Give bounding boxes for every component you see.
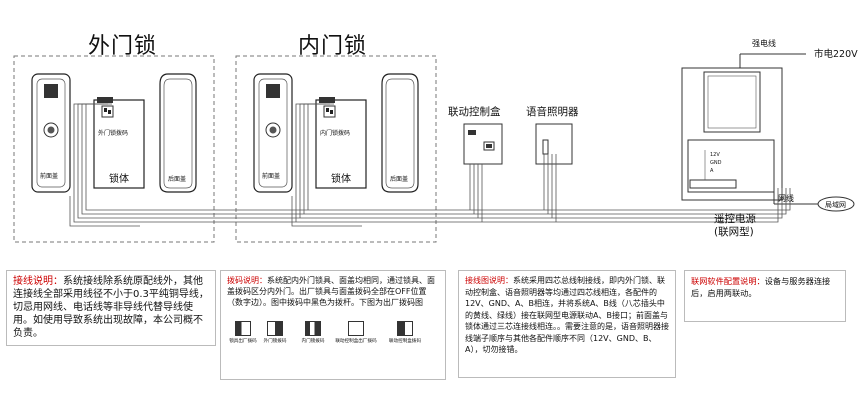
strong-wire-label: 强电线	[752, 39, 776, 48]
dip-item-label: 内门锁拨码	[301, 339, 325, 344]
network-note: 联网软件配置说明：设备与服务器连接后，启用两联动。	[684, 270, 846, 322]
terminal-gnd-label: GND	[710, 160, 722, 166]
terminal-a-label: A	[710, 168, 714, 174]
bus-wires	[69, 103, 791, 227]
outer-lock-body-label: 锁体	[109, 174, 129, 185]
dip-switch-icon	[235, 321, 251, 336]
inner-lock-group	[235, 55, 437, 243]
dip-note: 拨码说明：系统配内外门锁具、面盖均相同，通过锁具、面盖拨码区分内外门。出厂锁具与…	[220, 270, 446, 380]
inner-lock-body-label: 锁体	[331, 174, 351, 185]
dip-switch-icon	[397, 321, 413, 336]
power-title-line1: 遥控电源	[714, 213, 756, 225]
outer-lock-group	[13, 55, 215, 243]
dip-item: 联动控制盒出厂拨码	[333, 321, 379, 345]
dip-item: 联动控制盒拨码	[381, 321, 429, 345]
network-note-heading: 联网软件配置说明：	[691, 276, 765, 286]
inner-lock-body-shape	[315, 97, 367, 189]
network-note-body: 设备与服务器连接后，启用两联动。	[691, 276, 831, 298]
dip-switch-icon	[348, 321, 364, 336]
lan-label: 局域网	[825, 201, 846, 209]
outer-lock-title: 外门锁	[88, 34, 158, 59]
dip-item-label: 联动控制盒出厂拨码	[335, 339, 377, 344]
dip-item-label: 外门锁拨码	[263, 339, 287, 344]
outer-front-cover-label: 前面盖	[40, 173, 59, 180]
diagram-note-body: 系统采用四芯总线制接线，即内外门锁、联动控制盒、语音照明器等均通过四芯线相连，各…	[465, 276, 669, 354]
voice-light-label: 语音照明器	[526, 106, 579, 118]
dip-note-heading: 拨码说明：	[227, 276, 267, 285]
dip-item: 外门锁拨码	[257, 321, 293, 345]
power-title-line2: (联网型)	[714, 226, 754, 238]
control-box-shape	[463, 123, 503, 165]
outer-dip-label: 外门锁拨码	[98, 130, 129, 137]
lan-cloud-icon	[817, 196, 855, 212]
power-supply-shape	[681, 67, 783, 201]
network-wire-label: 网线	[778, 194, 794, 203]
dip-diagrams: 锁具出厂拨码 外门锁拨码 内门锁拨码 联动控制盒出厂拨码 联动控制盒拨码	[225, 321, 441, 375]
outer-back-cover-shape	[159, 73, 197, 193]
terminal-12v-label: 12V	[710, 152, 720, 158]
inner-front-cover-shape	[253, 73, 293, 193]
dip-item-label: 锁具出厂拨码	[229, 339, 257, 344]
outer-back-cover-label: 后面盖	[168, 176, 187, 183]
dip-item: 内门锁拨码	[293, 321, 333, 345]
inner-back-cover-label: 后面盖	[390, 176, 409, 183]
dip-note-body: 系统配内外门锁具、面盖均相同，通过锁具、面盖拨码区分内外门。出厂锁具与面盖拨码全…	[227, 276, 435, 307]
dip-switch-icon	[267, 321, 283, 336]
wiring-note-body: 系统接线除系统原配线外，其他连接线全部采用线径不小于0.3平纯铜导线，切忌用网线…	[13, 276, 209, 339]
diagram-note: 接线图说明：系统采用四芯总线制接线，即内外门锁、联动控制盒、语音照明器等均通过四…	[458, 270, 676, 378]
outer-front-cover-shape	[31, 73, 71, 193]
control-box-label: 联动控制盒	[448, 106, 501, 118]
diagram-note-heading: 接线图说明：	[465, 276, 513, 285]
wiring-note: 接线说明：系统接线除系统原配线外，其他连接线全部采用线径不小于0.3平纯铜导线，…	[6, 270, 216, 346]
dip-item-label: 联动控制盒拨码	[388, 339, 422, 344]
mains-label: 市电220V	[814, 49, 858, 60]
outer-lock-body-shape	[93, 97, 145, 189]
inner-front-cover-label: 前面盖	[262, 173, 281, 180]
inner-dip-label: 内门锁拨码	[320, 130, 351, 137]
dip-switch-icon	[305, 321, 321, 336]
voice-light-shape	[535, 123, 573, 165]
wiring-note-heading: 接线说明：	[13, 276, 63, 287]
inner-back-cover-shape	[381, 73, 419, 193]
inner-lock-title: 内门锁	[298, 34, 368, 59]
dip-item: 锁具出厂拨码	[225, 321, 261, 345]
